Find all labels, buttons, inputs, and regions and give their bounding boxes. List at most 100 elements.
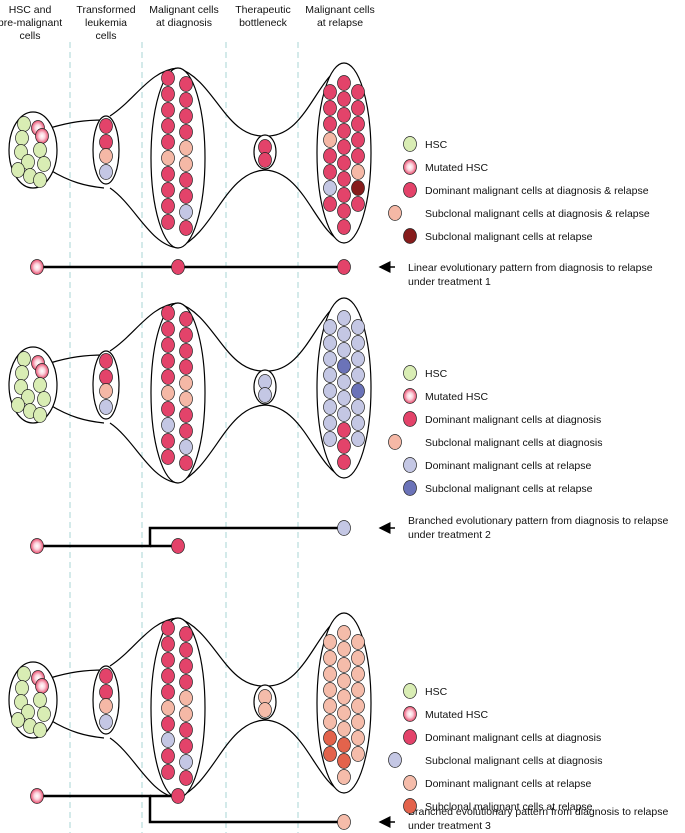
diagnosis-cell <box>161 449 175 465</box>
relapse-cell <box>323 650 337 666</box>
relapse-cell <box>337 203 351 219</box>
diagnosis-cell <box>161 102 175 118</box>
relapse-cell <box>323 335 337 351</box>
relapse-cell <box>337 310 351 326</box>
diagnosis-cell <box>161 214 175 230</box>
panels-drawing <box>8 62 417 830</box>
diagnosis-cell <box>161 764 175 780</box>
legend-marker-mutated <box>403 706 417 722</box>
relapse-cell <box>351 84 365 100</box>
diagnosis-cell <box>161 182 175 198</box>
transformed-cell <box>99 353 113 369</box>
hsc-cell <box>37 156 51 172</box>
diagnosis-cell <box>161 353 175 369</box>
diagnosis-cell <box>161 433 175 449</box>
diagnosis-cell <box>161 369 175 385</box>
header-transformed-line1: Transformed <box>76 4 135 16</box>
diagnosis-cell <box>179 690 193 706</box>
diagnosis-cell <box>179 220 193 236</box>
diagnosis-cell <box>179 770 193 786</box>
diagnosis-cell <box>179 391 193 407</box>
relapse-cell <box>323 367 337 383</box>
pattern-1-line1: Linear evolutionary pattern from diagnos… <box>408 262 653 274</box>
relapse-cell <box>337 91 351 107</box>
relapse-cell <box>351 730 365 746</box>
relapse-cell <box>323 148 337 164</box>
diagnosis-cell <box>179 706 193 722</box>
hsc-cell <box>33 172 47 188</box>
diagnosis-cell <box>179 738 193 754</box>
bottleneck-cell <box>258 152 272 168</box>
timeline-branch <box>37 526 344 548</box>
diagnosis-cell <box>179 439 193 455</box>
legend-1-label-5: Subclonal malignant cells at relapse <box>425 231 593 243</box>
diagnosis-cell <box>161 732 175 748</box>
legend-1-label-3: Dominant malignant cells at diagnosis & … <box>425 185 649 197</box>
diagnosis-cell <box>161 118 175 134</box>
relapse-cell <box>323 634 337 650</box>
relapse-cell <box>351 335 365 351</box>
relapse-cell <box>337 123 351 139</box>
diagnosis-cell <box>179 754 193 770</box>
legend-marker-dominant <box>403 411 417 427</box>
pattern-1-line2: under treatment 1 <box>408 276 491 288</box>
relapse-cell <box>351 415 365 431</box>
legend-1-label-2: Mutated HSC <box>425 162 488 174</box>
relapse-cell <box>337 454 351 470</box>
hourglass-bottom <box>177 719 345 799</box>
diagnosis-cell <box>179 204 193 220</box>
relapse-cell <box>337 689 351 705</box>
timeline-node-relapse <box>337 520 351 536</box>
relapse-cell <box>351 196 365 212</box>
diagnosis-cell <box>179 359 193 375</box>
legend-1-label-1: HSC <box>425 139 448 151</box>
legend-marker-hsc <box>403 683 417 699</box>
header-diagnosis-line2: at diagnosis <box>156 17 212 29</box>
legend-marker-mutated <box>403 159 417 175</box>
relapse-cell <box>323 84 337 100</box>
diagnosis-cell <box>161 86 175 102</box>
relapse-cell <box>337 721 351 737</box>
panel-3 <box>8 612 417 830</box>
diagnosis-cell <box>161 748 175 764</box>
hsc-cell <box>33 407 47 423</box>
relapse-cell <box>323 164 337 180</box>
relapse-cell <box>351 383 365 399</box>
funnel-curve-top-left <box>109 617 179 667</box>
relapse-cell <box>351 650 365 666</box>
diagnosis-cell <box>161 636 175 652</box>
relapse-cell <box>337 625 351 641</box>
legend-marker-dominant_relapse_blue <box>388 752 402 768</box>
relapse-cell <box>323 746 337 762</box>
column-headers: HSC and pre-malignant cells Transformed … <box>0 4 375 42</box>
relapse-cell <box>351 399 365 415</box>
legend-2-label-4: Subclonal malignant cells at diagnosis <box>425 437 602 449</box>
relapse-cell <box>351 698 365 714</box>
header-diagnosis-line1: Malignant cells <box>149 4 218 16</box>
relapse-cell <box>337 219 351 235</box>
diagnosis-cell <box>179 108 193 124</box>
panel-1 <box>8 62 417 275</box>
diagnosis-cell <box>161 668 175 684</box>
pattern-2-line2: under treatment 2 <box>408 529 491 541</box>
legend-marker-hsc <box>403 365 417 381</box>
transformed-cell <box>99 698 113 714</box>
hsc-cell <box>17 116 31 132</box>
connector-bottom <box>49 404 105 424</box>
diagnosis-cell <box>179 140 193 156</box>
timeline-node-hsc <box>30 538 44 554</box>
relapse-cell <box>351 431 365 447</box>
timeline-node-diagnosis <box>171 788 185 804</box>
relapse-cell <box>323 196 337 212</box>
transformed-cell <box>99 383 113 399</box>
hsc-cell <box>11 397 25 413</box>
diagnosis-cell <box>161 337 175 353</box>
evolution-timeline <box>30 788 395 830</box>
diagnosis-cell <box>179 674 193 690</box>
relapse-cell <box>323 415 337 431</box>
relapse-cell <box>337 187 351 203</box>
relapse-cell <box>351 634 365 650</box>
legend-2-label-3: Dominant malignant cells at diagnosis <box>425 414 601 426</box>
diagnosis-cell <box>179 375 193 391</box>
